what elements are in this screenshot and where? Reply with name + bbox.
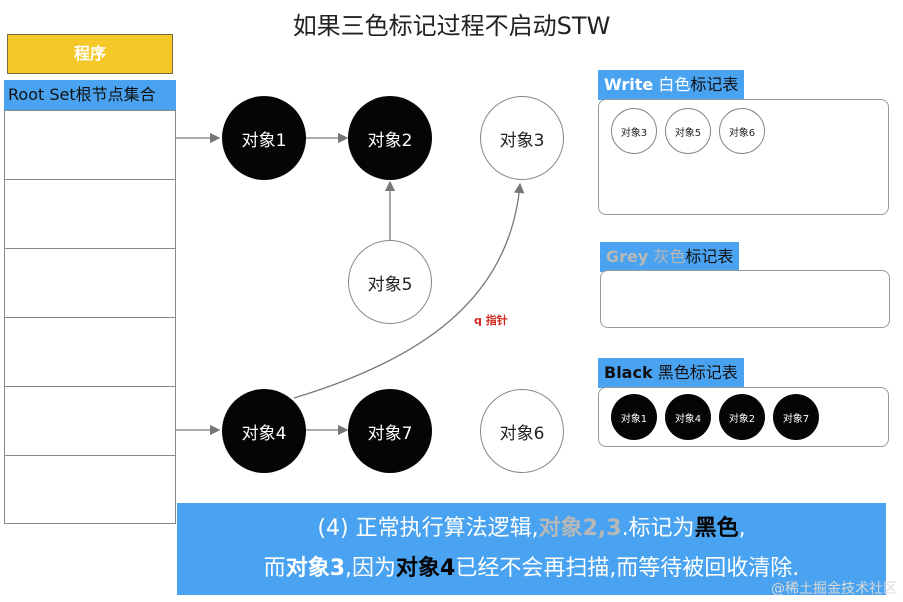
black-table-label: Black 黑色标记表 (598, 358, 744, 388)
node-obj3: 对象3 (480, 96, 564, 180)
black-table-box: 对象1 对象4 对象2 对象7 (598, 387, 889, 447)
grey-table-box (600, 270, 890, 328)
root-set-slot (5, 249, 175, 318)
black-table-item: 对象7 (773, 394, 819, 440)
grey-table-label: Grey 灰色标记表 (600, 242, 740, 272)
black-table-label-en: Black (604, 363, 653, 382)
black-table-label-color: 黑色 (657, 363, 690, 382)
caption-text: .标记为 (621, 516, 695, 541)
black-table-label-rest: 标记表 (689, 363, 738, 382)
caption-text: , (738, 516, 746, 541)
q-pointer-label: q 指针 (474, 314, 508, 327)
caption-text: (4) 正常执行算法逻辑, (317, 516, 539, 541)
node-obj1: 对象1 (222, 96, 306, 180)
caption-line-1: (4) 正常执行算法逻辑,对象2,3.标记为黑色, (177, 509, 886, 549)
node-obj5: 对象5 (348, 240, 432, 324)
grey-table-label-rest: 标记表 (685, 247, 734, 266)
page-title: 如果三色标记过程不启动STW (292, 12, 611, 40)
root-set-box (4, 110, 176, 524)
black-table-item: 对象4 (665, 394, 711, 440)
node-obj6: 对象6 (480, 389, 564, 473)
caption-line-2: 而对象3,因为对象4已经不会再扫描,而等待被回收清除. (177, 549, 886, 589)
edge-obj4-to-obj3-q-pointer (293, 182, 525, 399)
node-obj7: 对象7 (348, 389, 432, 473)
caption-highlight-black: 黑色 (694, 516, 739, 541)
white-table-item: 对象6 (719, 108, 765, 154)
caption-text: ,因为 (345, 556, 396, 581)
caption-text: 已经不会再扫描,而等待被回收清除. (455, 556, 800, 581)
caption-text: 而 (263, 556, 286, 581)
white-table-label: Write 白色标记表 (598, 70, 745, 100)
white-table-label-rest: 标记表 (690, 75, 739, 94)
watermark: @稀土掘金技术社区 (771, 581, 897, 597)
node-obj2: 对象2 (348, 96, 432, 180)
program-header: 程序 (7, 34, 173, 74)
grey-table-label-color: 灰色 (653, 247, 686, 266)
white-table-box: 对象3 对象5 对象6 (598, 99, 889, 215)
root-set-slot (5, 387, 175, 456)
node-obj4: 对象4 (222, 389, 306, 473)
white-table-item: 对象3 (611, 108, 657, 154)
white-table-label-en: Write (604, 75, 654, 94)
black-table-item: 对象2 (719, 394, 765, 440)
root-set-label: Root Set根节点集合 (4, 80, 176, 110)
white-table-label-color: 白色 (658, 75, 691, 94)
caption-highlight-white: 对象3 (285, 556, 345, 581)
root-set-slot (5, 180, 175, 249)
root-set-slot (5, 111, 175, 180)
white-table-item: 对象5 (665, 108, 711, 154)
grey-table-label-en: Grey (606, 247, 649, 266)
black-table-item: 对象1 (611, 394, 657, 440)
step-caption: (4) 正常执行算法逻辑,对象2,3.标记为黑色, 而对象3,因为对象4已经不会… (177, 503, 886, 595)
caption-highlight-gray: 对象2,3 (538, 516, 622, 541)
root-set-slot (5, 318, 175, 387)
caption-highlight-black: 对象4 (396, 556, 456, 581)
